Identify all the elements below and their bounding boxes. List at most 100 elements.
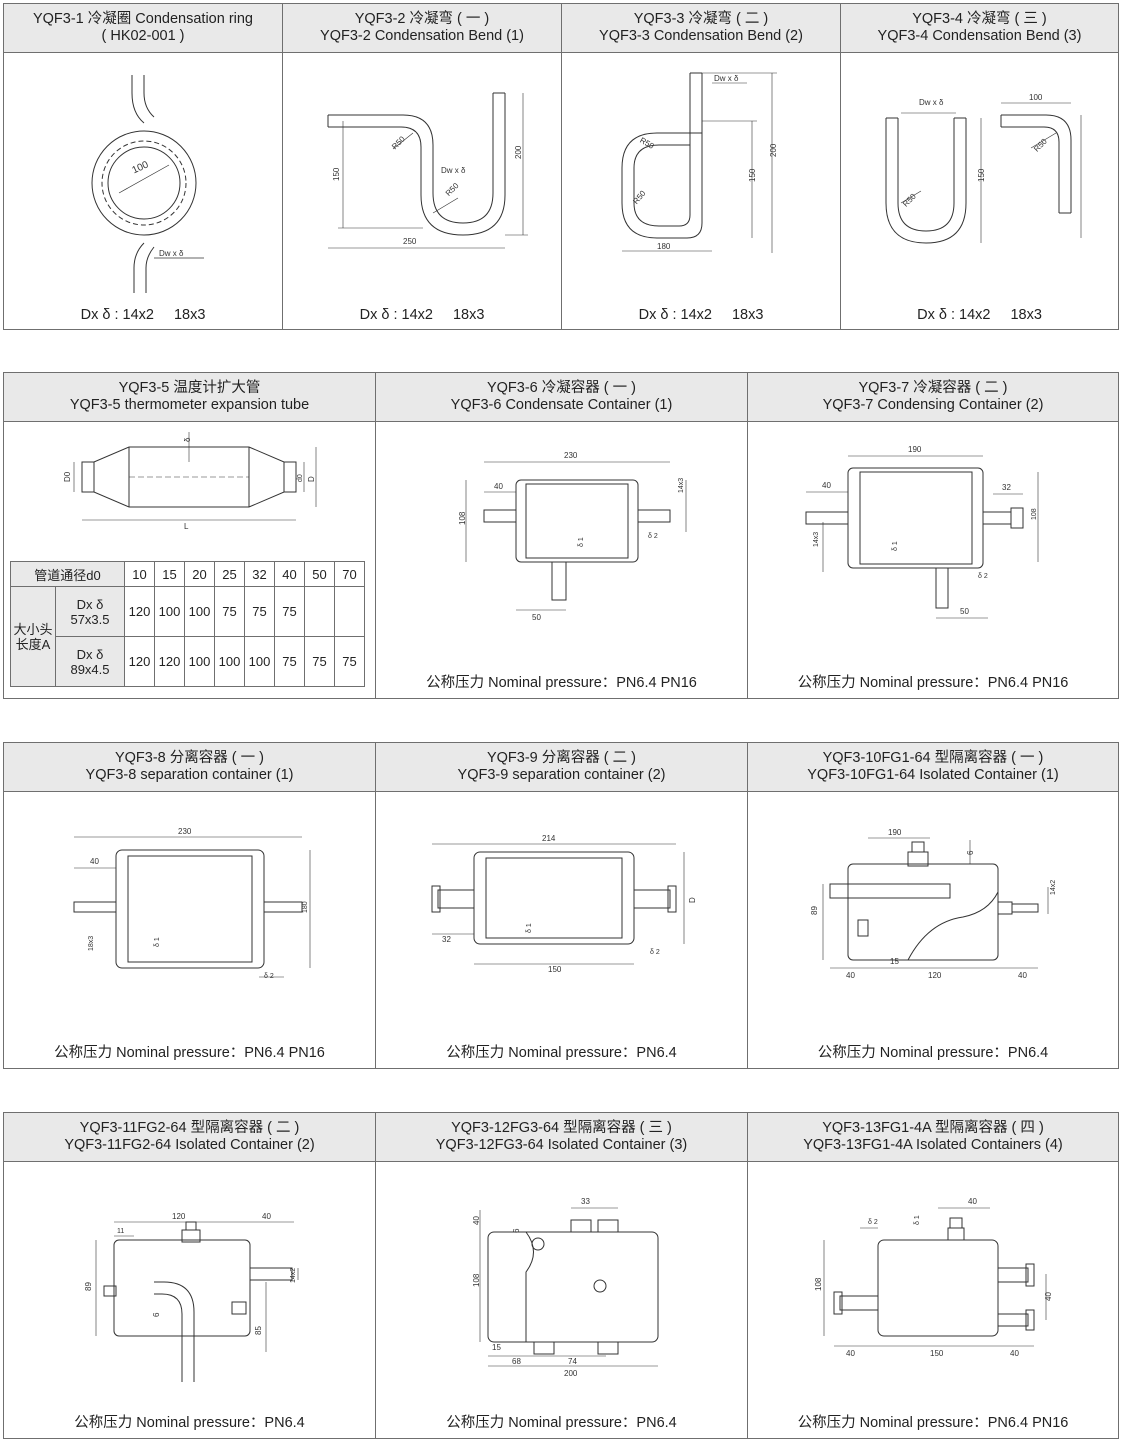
ic1-gap-15: 15 <box>890 957 899 966</box>
ic1-tube-14x2: 14x2 <box>1050 880 1057 895</box>
cell-condensation-bend-2: YQF3-3 冷凝弯 ( 二 ) YQF3-3 Condensation Ben… <box>562 4 841 329</box>
ic3-left-40: 40 <box>472 1216 481 1225</box>
ic2-bottom-85: 85 <box>254 1326 263 1335</box>
ic4-top-40: 40 <box>968 1197 977 1206</box>
cell-title-cn: YQF3-8 分离容器 ( 一 ) <box>114 750 265 766</box>
cell-footer: 公称压力 Nominal pressure：PN6.4 PN16 <box>797 1415 1069 1431</box>
tube-d0-left: D0 <box>63 471 72 482</box>
ic3-seg-74: 74 <box>568 1357 577 1366</box>
ic4-mid-150: 150 <box>930 1349 944 1358</box>
ic3-gap-15: 15 <box>492 1343 501 1352</box>
cell-title-en: YQF3-12FG3-64 Isolated Container (3) <box>435 1137 688 1153</box>
isolated-container-2-drawing: 120 40 11 89 6 14x2 85 <box>84 1212 299 1382</box>
sc2-side-32: 32 <box>442 935 451 944</box>
ic4-right-40: 40 <box>1044 1292 1053 1301</box>
cell-title-en: YQF3-7 Condensing Container (2) <box>822 397 1044 413</box>
sc1-side-40: 40 <box>90 857 99 866</box>
bend3-width-100: 100 <box>1029 93 1043 102</box>
ic1-left-40: 40 <box>846 971 855 980</box>
cell-condensation-ring: YQF3-1 冷凝圈 Condensation ring ( HK02-001 … <box>4 4 283 329</box>
sc1-width-230: 230 <box>178 827 192 836</box>
cell-footer: 公称压力 Nominal pressure：PN6.4 PN16 <box>54 1045 325 1061</box>
cc1-delta2: δ 2 <box>648 533 658 540</box>
cell-title-en: YQF3-11FG2-64 Isolated Container (2) <box>64 1137 315 1153</box>
cell-title-en: YQF3-9 separation container (2) <box>457 767 666 783</box>
cc2-tube-14x3: 14x3 <box>813 532 820 547</box>
sc2-delta1: δ 1 <box>526 923 533 933</box>
cell-condensing-container-2: YQF3-7 冷凝容器 ( 二 ) YQF3-7 Condensing Cont… <box>748 373 1118 698</box>
ic4-height-108: 108 <box>814 1277 823 1291</box>
sc1-height-180: 180 <box>302 901 309 913</box>
ic3-height-108: 108 <box>472 1273 481 1287</box>
cell-footer: 公称压力 Nominal pressure：PN6.4 PN16 <box>426 675 697 691</box>
bend2-width-180: 180 <box>657 242 671 251</box>
ic1-mid-120: 120 <box>928 971 942 980</box>
cell-condensation-bend-1: YQF3-2 冷凝弯 ( 一 ) YQF3-2 Condensation Ben… <box>283 4 562 329</box>
table-group-label: 大小头长度A <box>10 586 56 687</box>
sc2-width-214: 214 <box>542 834 556 843</box>
ic2-tube-14x2: 14x2 <box>290 1268 297 1283</box>
cell-header: YQF3-5 温度计扩大管 YQF3-5 thermometer expansi… <box>4 373 375 422</box>
ic3-seg-68: 68 <box>512 1357 521 1366</box>
cell-header: YQF3-13FG1-4A 型隔离容器 ( 四 ) YQF3-13FG1-4A … <box>748 1113 1118 1162</box>
condensate-container-1-drawing: 230 40 108 14x3 50 δ 1 δ 2 <box>458 451 687 622</box>
condensing-container-2-drawing: 190 40 32 108 14x3 50 δ 1 δ 2 <box>805 445 1039 619</box>
cell-header: YQF3-12FG3-64 型隔离容器 ( 三 ) YQF3-12FG3-64 … <box>376 1113 747 1162</box>
cc2-bottom-50: 50 <box>960 607 969 616</box>
ic3-top-33: 33 <box>581 1197 590 1206</box>
condensation-ring-drawing: 100 Dw x δ <box>91 75 204 293</box>
cell-title-cn: YQF3-13FG1-4A 型隔离容器 ( 四 ) <box>822 1120 1044 1136</box>
cell-title-en: YQF3-13FG1-4A Isolated Containers (4) <box>803 1137 1063 1153</box>
sc2-delta2: δ 2 <box>650 949 660 956</box>
cell-thermometer-expansion-tube: YQF3-5 温度计扩大管 YQF3-5 thermometer expansi… <box>4 373 376 698</box>
separation-container-1-drawing: 230 40 180 18x3 δ 1 δ 2 <box>73 827 311 980</box>
cell-footer: 公称压力 Nominal pressure：PN6.4 <box>817 1045 1049 1061</box>
bend3-pipe-label: Dw x δ <box>919 98 944 107</box>
cell-isolated-container-1: YQF3-10FG1-64 型隔离容器 ( 一 ) YQF3-10FG1-64 … <box>748 743 1118 1068</box>
row4-panel: YQF3-11FG2-64 型隔离容器 ( 二 ) YQF3-11FG2-64 … <box>3 1112 1119 1439</box>
cell-header: YQF3-8 分离容器 ( 一 ) YQF3-8 separation cont… <box>4 743 375 792</box>
cc1-height-108: 108 <box>458 511 467 525</box>
cell-condensation-bend-3: YQF3-4 冷凝弯 ( 三 ) YQF3-4 Condensation Ben… <box>841 4 1118 329</box>
cell-title-en: YQF3-2 Condensation Bend (1) <box>320 28 524 44</box>
cc2-right-32: 32 <box>1002 483 1011 492</box>
cc1-bottom-50: 50 <box>532 613 541 622</box>
cell-header: YQF3-2 冷凝弯 ( 一 ) YQF3-2 Condensation Ben… <box>283 4 561 53</box>
cell-footer: 公称压力 Nominal pressure：PN6.4 <box>446 1415 677 1431</box>
cell-header: YQF3-3 冷凝弯 ( 二 ) YQF3-3 Condensation Ben… <box>562 4 840 53</box>
ic2-gap-11: 11 <box>117 1228 124 1235</box>
sc1-delta2: δ 2 <box>264 973 274 980</box>
bend1-height-150: 150 <box>332 167 341 181</box>
condensation-bend-1-drawing: R50 R50 Dw x δ 150 200 250 <box>327 92 528 249</box>
ic1-width-190: 190 <box>888 828 902 837</box>
cc2-side-40: 40 <box>822 481 831 490</box>
sc2-bottom-150: 150 <box>548 965 562 974</box>
bend2-pipe-label: Dw x δ <box>714 74 739 83</box>
separation-container-2-drawing: 214 32 150 D δ 1 δ 2 <box>431 834 697 974</box>
cell-title-cn: YQF3-12FG3-64 型隔离容器 ( 三 ) <box>451 1120 672 1136</box>
tube-D: D <box>307 476 316 482</box>
cc1-side-40: 40 <box>494 482 503 491</box>
cell-title-cn: YQF3-2 冷凝弯 ( 一 ) <box>354 11 490 27</box>
sc2-D: D <box>688 897 697 903</box>
cell-title-en: YQF3-5 thermometer expansion tube <box>69 397 310 413</box>
row2-panel: YQF3-5 温度计扩大管 YQF3-5 thermometer expansi… <box>3 372 1119 699</box>
cell-separation-container-1: YQF3-8 分离容器 ( 一 ) YQF3-8 separation cont… <box>4 743 376 1068</box>
cell-title-en: YQF3-8 separation container (1) <box>85 767 294 783</box>
cell-title-en: YQF3-6 Condensate Container (1) <box>450 397 673 413</box>
sc1-tube-18x3: 18x3 <box>88 936 95 951</box>
cell-header: YQF3-6 冷凝容器 ( 一 ) YQF3-6 Condensate Cont… <box>376 373 747 422</box>
table-header-label: 管道通径d0 <box>10 561 125 587</box>
isolated-container-1-drawing: 190 6 14x2 89 40 15 120 40 <box>810 828 1057 980</box>
tube-delta: δ <box>183 437 192 442</box>
cell-title-cn: YQF3-1 冷凝圈 Condensation ring <box>32 11 253 27</box>
ic4-end-40: 40 <box>1010 1349 1019 1358</box>
cc2-height-108: 108 <box>1031 508 1038 520</box>
cc1-delta1: δ 1 <box>578 537 585 547</box>
bend2-height-150: 150 <box>748 168 757 182</box>
bend2-height-200: 200 <box>769 143 778 157</box>
